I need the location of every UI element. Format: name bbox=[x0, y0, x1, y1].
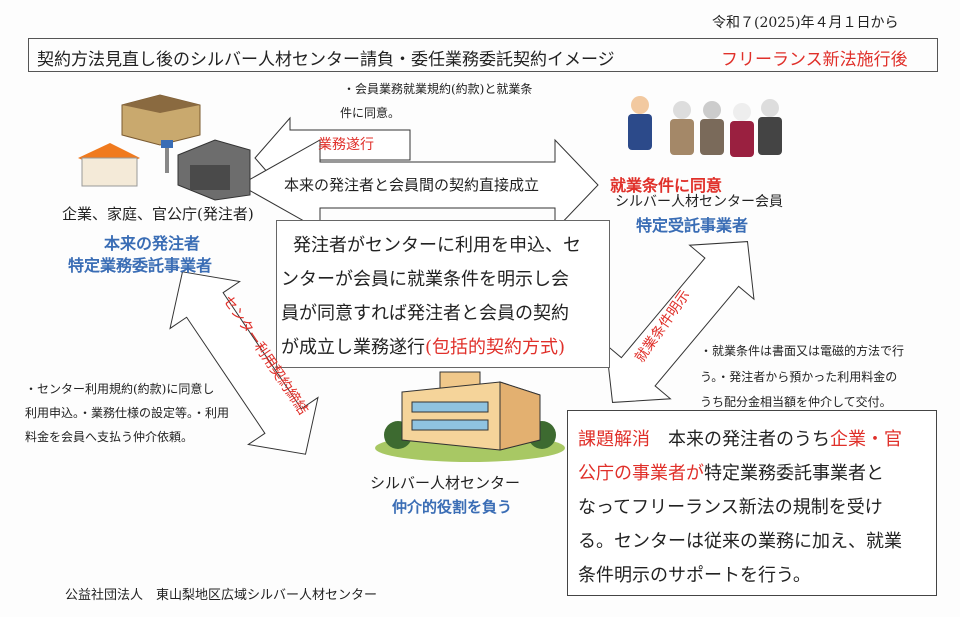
right-note-line: う。・発注者から預かった利用料金の bbox=[700, 370, 898, 384]
effective-date: 令和７(2025)年４月１日から bbox=[712, 15, 899, 31]
client-label: 企業、家庭、官公庁(発注者) bbox=[62, 205, 254, 223]
process-line: 発注者がセンターに利用を申込、セ bbox=[293, 235, 581, 256]
issue-text: 本来の発注者のうち bbox=[650, 429, 830, 450]
title-highlight: フリーランス新法施行後 bbox=[721, 50, 908, 70]
right-note-line: うち配分金相当額を仲介して交付。 bbox=[700, 395, 892, 409]
footer-organization: 公益社団法人 東山梨地区広域シルバー人材センター bbox=[65, 588, 378, 603]
issue-text: る。センターは従来の業務に加え、就業 bbox=[578, 531, 902, 552]
client-role-2: 特定業務委託事業者 bbox=[68, 256, 213, 275]
title-box: 契約方法見直し後のシルバー人材センター請負・委任業務委託契約イメージ フリーラン… bbox=[28, 38, 938, 72]
center-building-icon bbox=[375, 371, 565, 462]
direct-contract-arrow bbox=[238, 138, 599, 232]
issue-box: 課題解消 本来の発注者のうち企業・官 公庁の事業者が特定業務委託事業者と なって… bbox=[567, 410, 937, 596]
page-title: 契約方法見直し後のシルバー人材センター請負・委任業務委託契約イメージ bbox=[37, 50, 615, 70]
issue-heading: 課題解消 bbox=[578, 429, 650, 450]
issue-text: 条件明示のサポートを行う。 bbox=[578, 565, 811, 586]
issue-text-red: 公庁の事業者が bbox=[578, 463, 704, 484]
member-role: 特定受託事業者 bbox=[636, 216, 749, 235]
issue-text: なってフリーランス新法の規制を受け bbox=[578, 497, 883, 518]
member-agree: 就業条件に同意 bbox=[610, 176, 723, 195]
member-label: シルバー人材センター会員 bbox=[615, 194, 783, 210]
left-note-line: 料金を会員へ支払う仲介依頼。 bbox=[25, 430, 194, 444]
left-note-line: 利用申込。・業務仕様の設定等。・利用 bbox=[25, 406, 230, 420]
client-role: 本来の発注者 bbox=[104, 234, 201, 253]
top-note-line: 件に同意。 bbox=[340, 106, 401, 120]
center-role: 仲介的役割を負う bbox=[392, 498, 513, 516]
center-contract-arrow bbox=[169, 271, 319, 455]
process-line: ンターが会員に就業条件を明示し会 bbox=[281, 269, 569, 290]
members-icon bbox=[628, 96, 782, 157]
process-line: が成立し業務遂行 bbox=[281, 337, 425, 358]
direct-contract-label: 本来の発注者と会員間の契約直接成立 bbox=[284, 176, 540, 194]
client-buildings-icon bbox=[78, 94, 251, 201]
right-note-line: ・就業条件は書面又は電磁的方法で行 bbox=[700, 344, 905, 358]
issue-text-red: 企業・官 bbox=[830, 429, 902, 450]
issue-text: 特定業務委託事業者と bbox=[704, 463, 884, 484]
process-method: (包括的契約方式) bbox=[425, 337, 566, 358]
left-note-line: ・センター利用規約(約款)に同意し bbox=[25, 382, 215, 396]
conditions-arrow bbox=[605, 241, 755, 403]
work-arrow-label: 業務遂行 bbox=[318, 137, 374, 153]
process-box: 発注者がセンターに利用を申込、セ ンターが会員に就業条件を明示し会 員が同意すれ… bbox=[276, 220, 610, 368]
center-label: シルバー人材センター bbox=[370, 474, 521, 492]
process-line: 員が同意すれば発注者と会員の契約 bbox=[281, 303, 569, 324]
top-note-line: ・会員業務就業規約(約款)と就業条 bbox=[343, 82, 533, 96]
